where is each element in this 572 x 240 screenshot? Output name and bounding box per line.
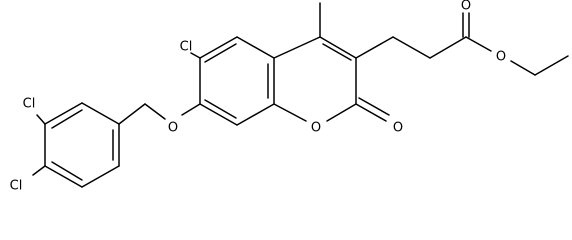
bond <box>273 36 321 59</box>
bond <box>319 36 357 59</box>
bond <box>510 60 536 76</box>
chlorine-label: Cl <box>23 97 36 112</box>
bond <box>465 36 492 52</box>
bond <box>326 103 357 122</box>
bond <box>44 102 83 125</box>
bond <box>81 102 120 125</box>
bond <box>355 36 394 59</box>
bonds <box>32 2 569 188</box>
bond <box>534 55 569 76</box>
atom-labels: Cl O O O O O Cl Cl <box>10 0 506 194</box>
oxygen-ester-label: O <box>496 50 506 65</box>
bond <box>273 103 307 122</box>
bond <box>36 114 46 125</box>
oxygen-ether-label: O <box>168 121 178 136</box>
bond <box>118 103 146 125</box>
bond <box>358 97 390 116</box>
bond <box>32 165 46 176</box>
bond <box>190 52 201 59</box>
bond <box>44 165 83 188</box>
bond <box>199 36 238 59</box>
bond <box>236 103 275 126</box>
bond <box>355 103 387 122</box>
bond <box>236 36 275 59</box>
chlorine-label: Cl <box>180 40 193 55</box>
bond <box>81 165 120 188</box>
bond <box>204 99 237 119</box>
bond <box>144 103 166 120</box>
bond <box>322 43 352 61</box>
bond <box>181 103 201 116</box>
oxygen-ring-label: O <box>311 121 321 136</box>
bond <box>199 103 238 126</box>
bond <box>392 36 431 59</box>
bond <box>429 36 467 59</box>
bond <box>51 161 83 181</box>
chlorine-label: Cl <box>10 179 23 194</box>
bond <box>204 43 237 63</box>
oxygen-ester-carbonyl-label: O <box>461 0 471 14</box>
bond <box>51 109 83 129</box>
oxygen-carbonyl-label: O <box>393 121 403 136</box>
chemical-structure: Cl O O O O O Cl Cl <box>10 0 569 194</box>
